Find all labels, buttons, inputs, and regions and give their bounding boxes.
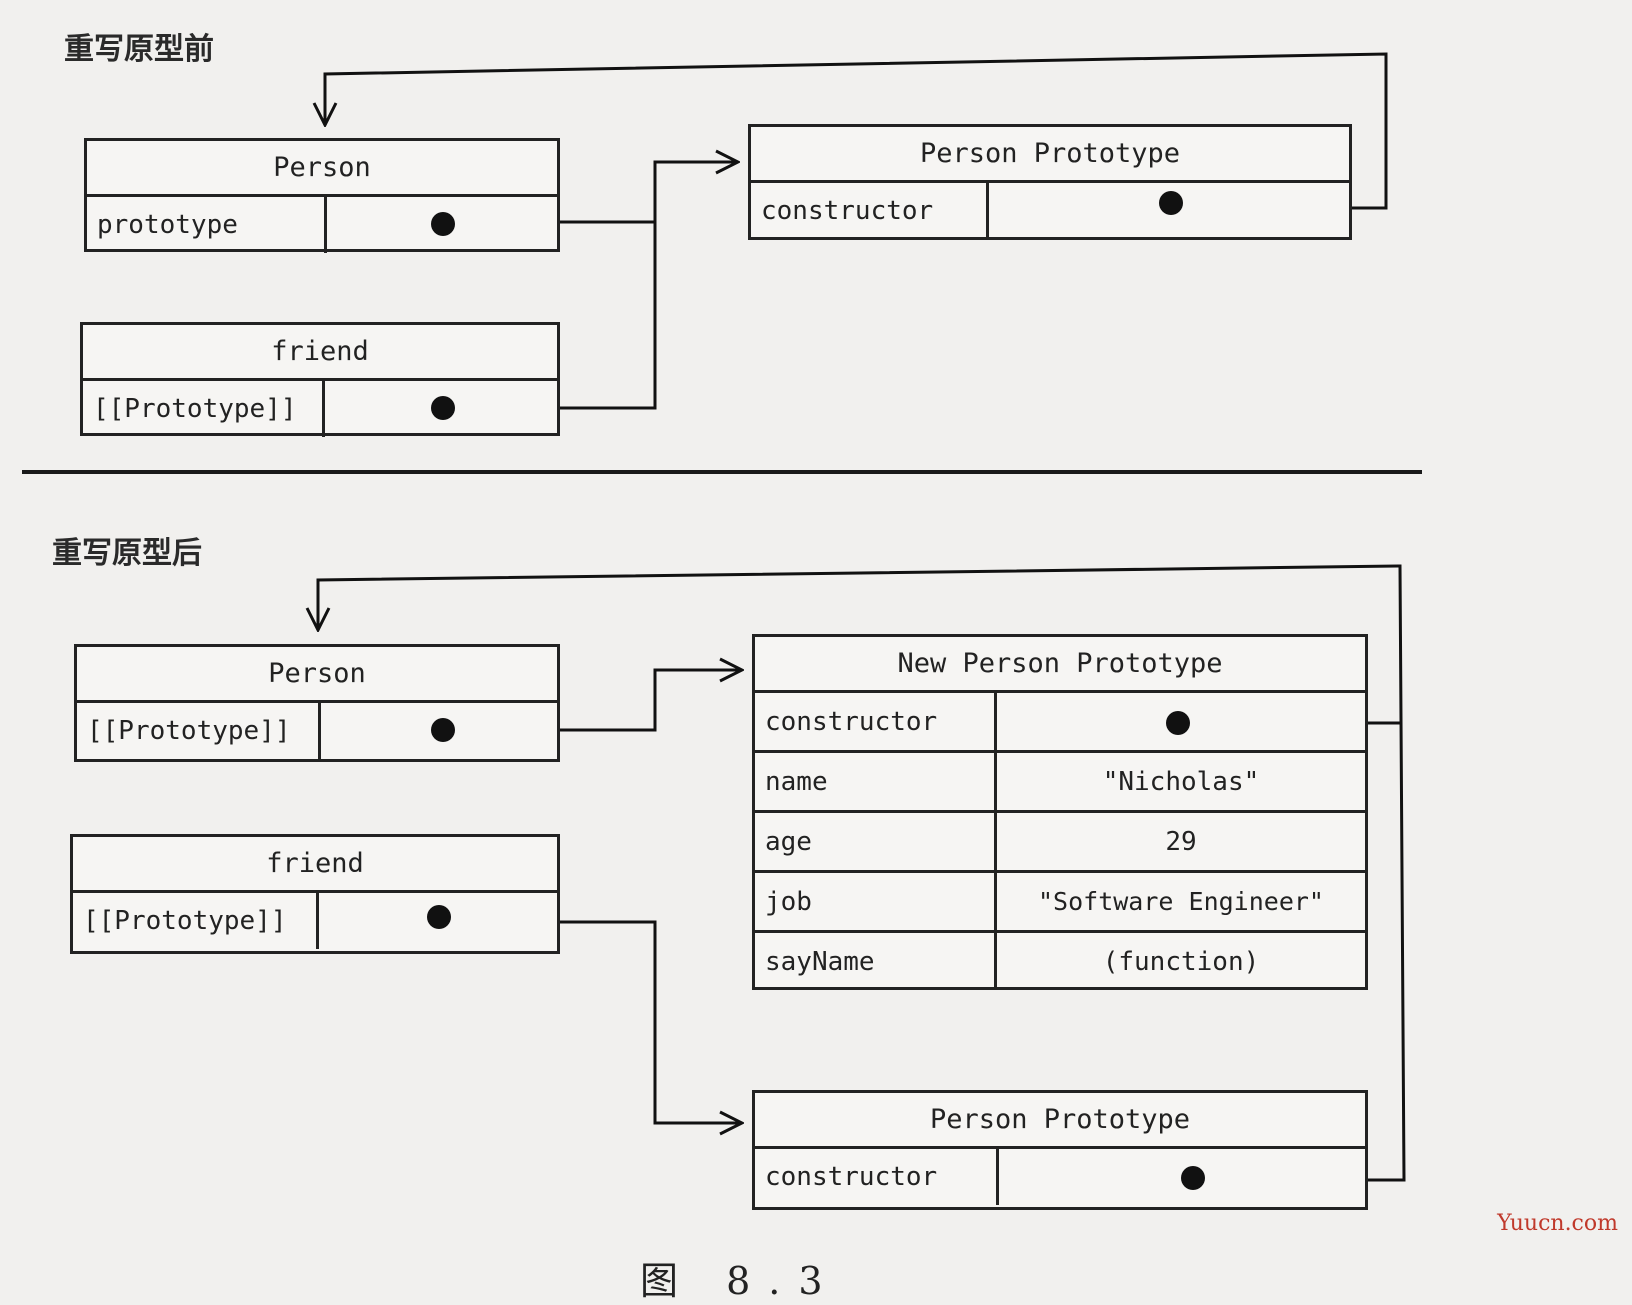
row-value [319, 893, 557, 949]
box-title: Person Prototype [755, 1093, 1365, 1149]
section-label-before: 重写原型前 [64, 32, 214, 67]
row-value: "Nicholas" [1102, 766, 1260, 797]
box-title: New Person Prototype [755, 637, 1365, 693]
row-key: [[Prototype]] [73, 893, 319, 949]
row-value [321, 703, 557, 759]
after-old-prototype-box: Person Prototype constructor [752, 1090, 1368, 1210]
row-value: (function) [1102, 946, 1260, 977]
row-key: job [755, 873, 997, 930]
row-key: constructor [755, 693, 997, 750]
pointer-dot [431, 212, 455, 236]
box-row: [[Prototype]] [73, 893, 557, 949]
row-key: [[Prototype]] [77, 703, 321, 759]
row-key: name [755, 753, 997, 810]
table-row: job "Software Engineer" [755, 873, 1365, 933]
row-key: age [755, 813, 997, 870]
pointer-dot [1159, 191, 1183, 215]
box-title: friend [73, 837, 557, 893]
before-prototype-box: Person Prototype constructor [748, 124, 1352, 240]
after-new-prototype-box: New Person Prototype constructor name "N… [752, 634, 1368, 990]
row-value: "Software Engineer" [1038, 887, 1324, 916]
box-row: constructor [755, 1149, 1365, 1205]
box-title: Person Prototype [751, 127, 1349, 183]
box-row: prototype [87, 197, 557, 253]
row-key: constructor [755, 1149, 999, 1205]
box-row: [[Prototype]] [83, 381, 557, 437]
watermark: Yuucn.com [1497, 1211, 1618, 1236]
box-row: [[Prototype]] [77, 703, 557, 759]
row-value [989, 183, 1349, 239]
table-row: age 29 [755, 813, 1365, 873]
row-value: 29 [1165, 826, 1197, 857]
table-row: sayName (function) [755, 933, 1365, 990]
pointer-dot [1166, 711, 1190, 735]
table-row: constructor [755, 693, 1365, 753]
box-row: constructor [751, 183, 1349, 239]
figure-caption: 图 8.3 [640, 1259, 841, 1303]
after-friend-box: friend [[Prototype]] [70, 834, 560, 954]
row-value [999, 1149, 1365, 1205]
pointer-dot [431, 396, 455, 420]
section-label-after: 重写原型后 [52, 536, 202, 571]
box-title: Person [87, 141, 557, 197]
row-key: prototype [87, 197, 327, 253]
row-value [327, 197, 557, 253]
pointer-dot [427, 905, 451, 929]
box-title: Person [77, 647, 557, 703]
table-row: name "Nicholas" [755, 753, 1365, 813]
row-key: constructor [751, 183, 989, 239]
pointer-dot [1181, 1166, 1205, 1190]
before-person-box: Person prototype [84, 138, 560, 253]
row-value [325, 381, 557, 437]
box-title: friend [83, 325, 557, 381]
section-divider [22, 470, 1422, 474]
after-person-box: Person [[Prototype]] [74, 644, 560, 762]
row-key: [[Prototype]] [83, 381, 325, 437]
row-key: sayName [755, 933, 997, 990]
before-friend-box: friend [[Prototype]] [80, 322, 560, 437]
pointer-dot [431, 718, 455, 742]
